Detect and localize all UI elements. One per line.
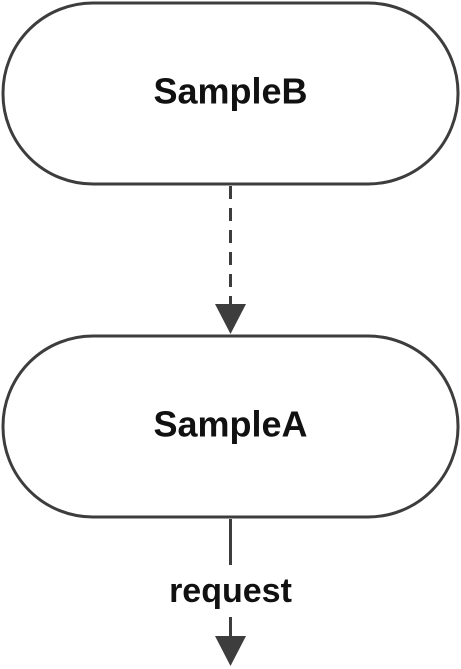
node-samplea[interactable]: SampleA [1, 334, 460, 519]
arrowhead-icon [215, 304, 246, 334]
edge-sampleb-to-samplea [215, 186, 246, 334]
edge-request-label: request [169, 572, 292, 610]
node-sampleb[interactable]: SampleB [1, 1, 460, 186]
arrowhead-icon [215, 636, 246, 666]
edge-samplea-request: request [169, 519, 292, 666]
node-sampleb-shape [1, 1, 460, 186]
node-sampleb-label: SampleB [153, 71, 307, 112]
node-samplea-shape [1, 334, 460, 519]
node-samplea-label: SampleA [153, 404, 307, 445]
